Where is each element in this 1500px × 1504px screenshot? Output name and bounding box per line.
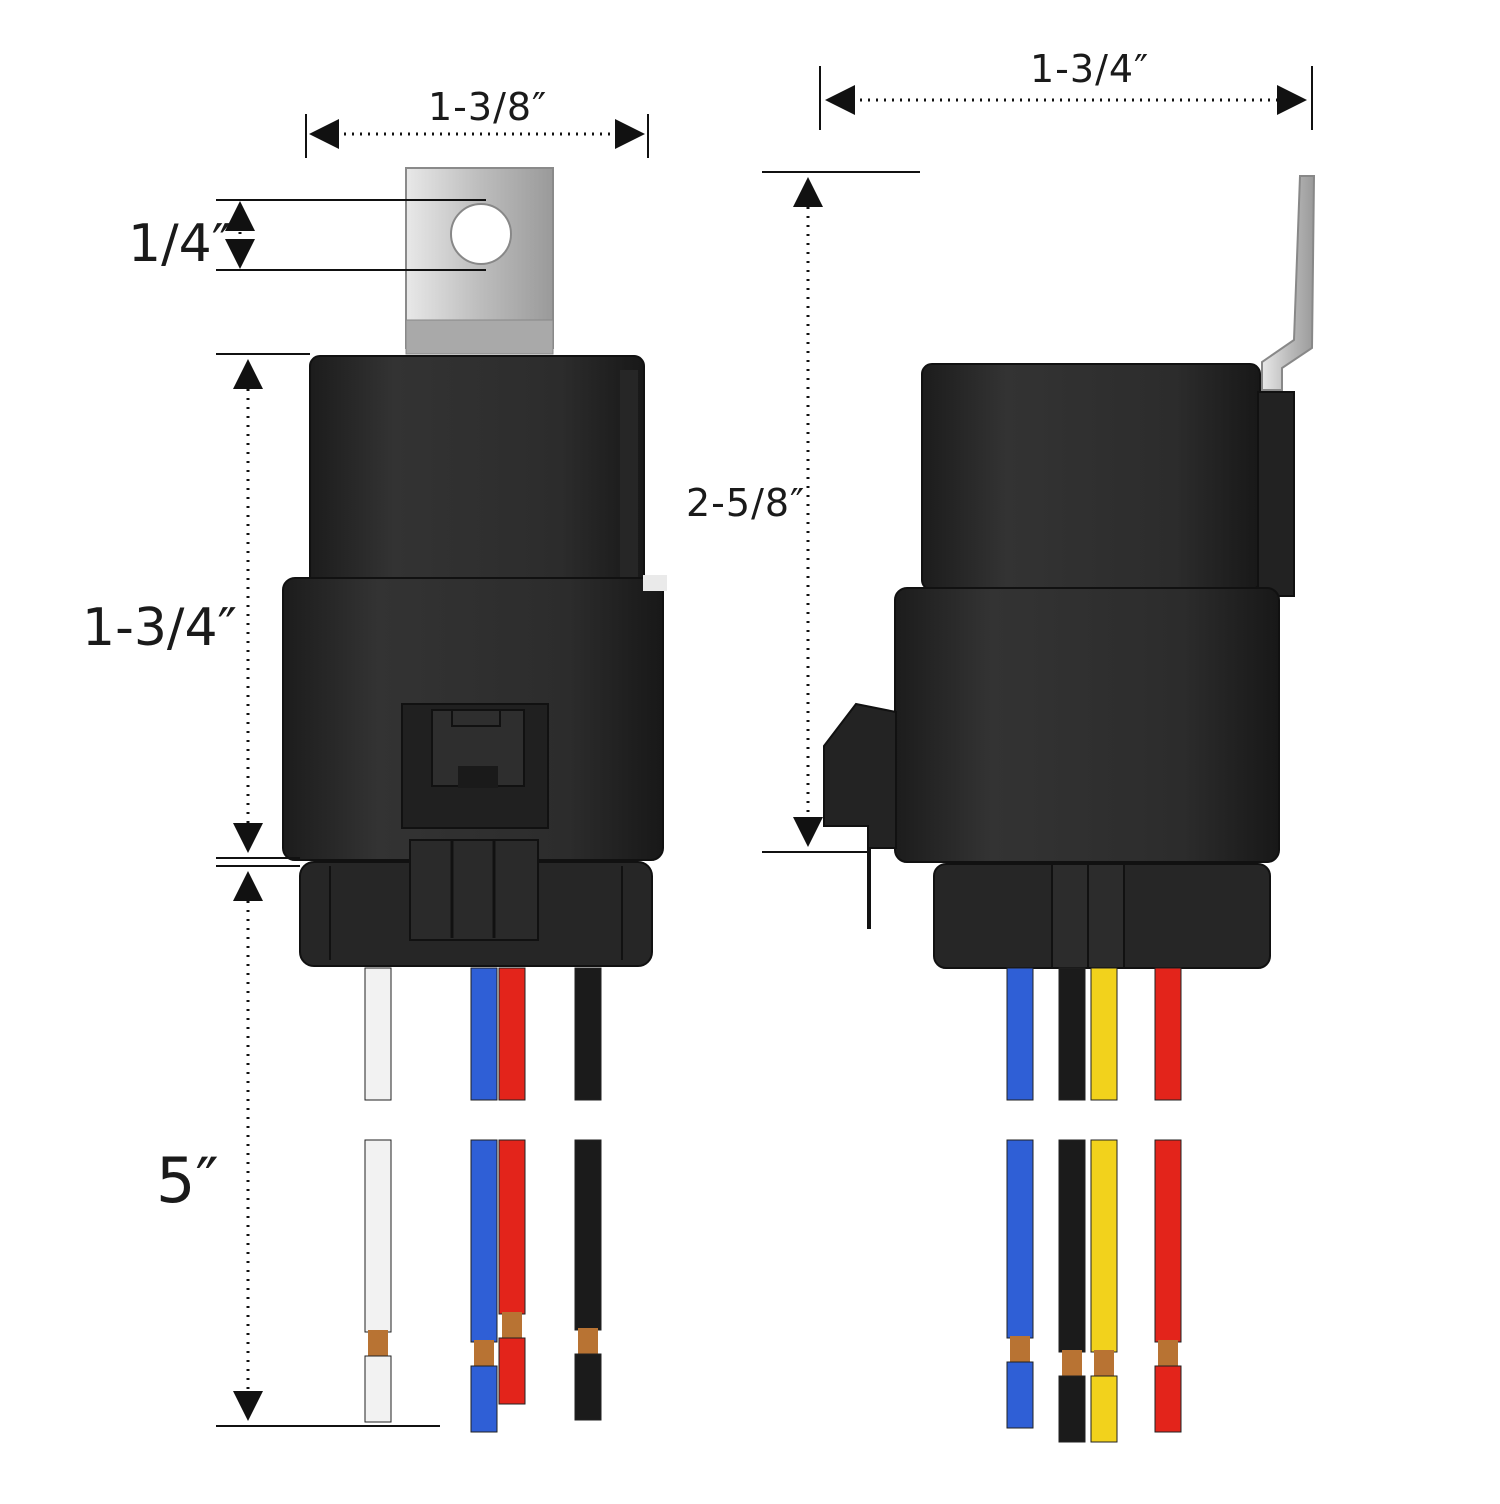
front-wire-black <box>574 967 602 1421</box>
label-front-height: 1-3/4″ <box>82 598 237 658</box>
label-mount-hole: 1/4″ <box>128 214 232 274</box>
front-relay <box>282 167 667 967</box>
side-top-cap <box>921 363 1261 591</box>
side-wire-red <box>1154 967 1182 1433</box>
mounting-hole <box>450 203 512 265</box>
front-wire-blue <box>470 967 498 1433</box>
side-relay <box>823 175 1316 969</box>
label-wire-length: 5″ <box>156 1144 219 1217</box>
front-wire-white <box>364 967 392 1423</box>
side-bracket <box>1261 175 1316 391</box>
label-side-width: 1-3/4″ <box>1030 47 1150 91</box>
side-wire-group <box>1006 967 1182 1443</box>
latch-clip <box>401 703 549 829</box>
dimension-lines <box>216 66 1313 1427</box>
label-front-width: 1-3/8″ <box>428 85 548 129</box>
side-housing <box>894 587 1280 863</box>
front-wire-red <box>498 967 526 1405</box>
side-wire-yellow <box>1090 967 1118 1443</box>
front-wire-group <box>364 967 602 1433</box>
label-side-height: 2-5/8″ <box>686 481 806 525</box>
relay-top-cap <box>309 355 645 589</box>
side-latch <box>823 702 897 929</box>
side-wire-blue <box>1006 967 1034 1429</box>
side-wire-black <box>1058 967 1086 1443</box>
